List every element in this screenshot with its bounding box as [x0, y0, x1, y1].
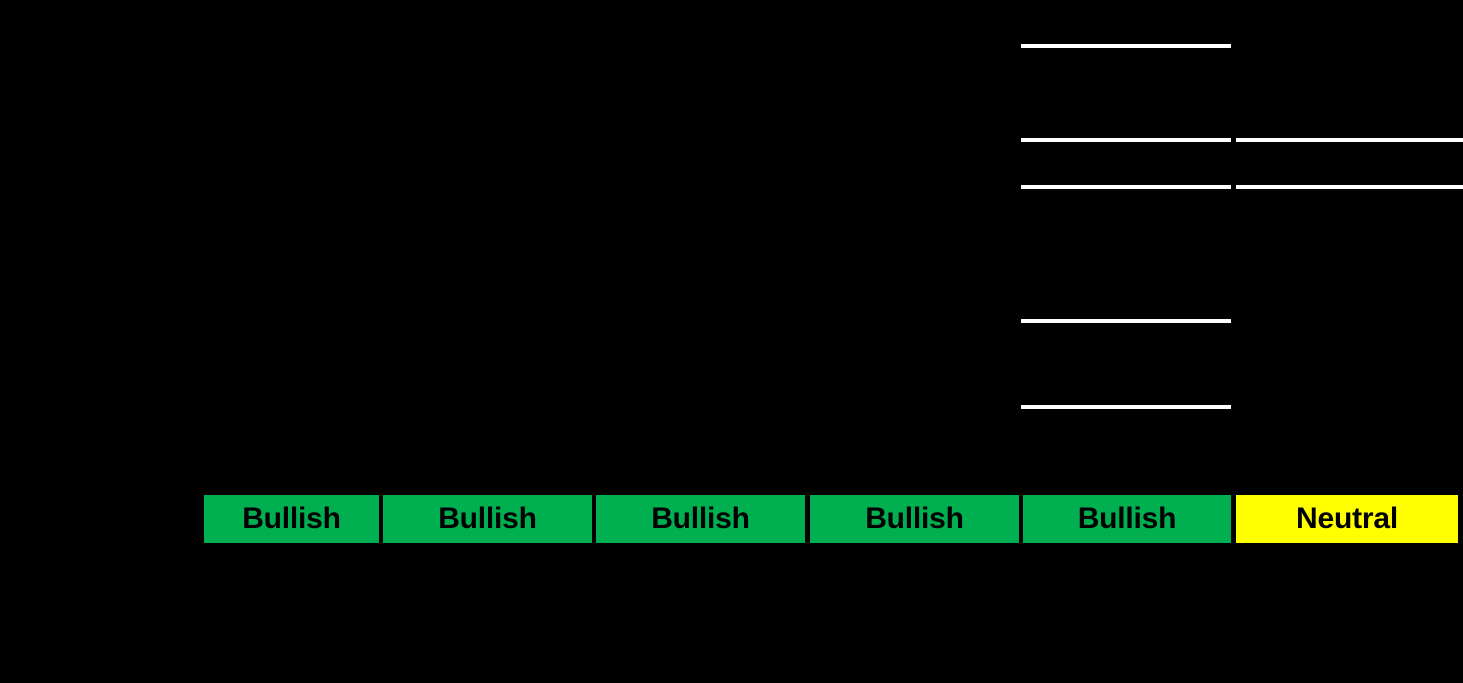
- ribbon-cell-5[interactable]: Bullish: [1023, 495, 1231, 543]
- ribbon-cell-2[interactable]: Bullish: [383, 495, 592, 543]
- level-line-6: [1021, 319, 1231, 323]
- level-line-4: [1021, 185, 1231, 189]
- level-line-1: [1021, 44, 1231, 48]
- level-line-3: [1236, 138, 1463, 142]
- sentiment-ribbon: Bullish Bullish Bullish Bullish Bullish …: [0, 495, 1463, 543]
- level-line-2: [1021, 138, 1231, 142]
- ribbon-cell-6[interactable]: Neutral: [1236, 495, 1458, 543]
- plot-area: [1021, 44, 1463, 409]
- ribbon-cell-3[interactable]: Bullish: [596, 495, 805, 543]
- level-line-7: [1021, 405, 1231, 409]
- level-line-5: [1236, 185, 1463, 189]
- ribbon-cell-1[interactable]: Bullish: [204, 495, 379, 543]
- ribbon-cell-4[interactable]: Bullish: [810, 495, 1019, 543]
